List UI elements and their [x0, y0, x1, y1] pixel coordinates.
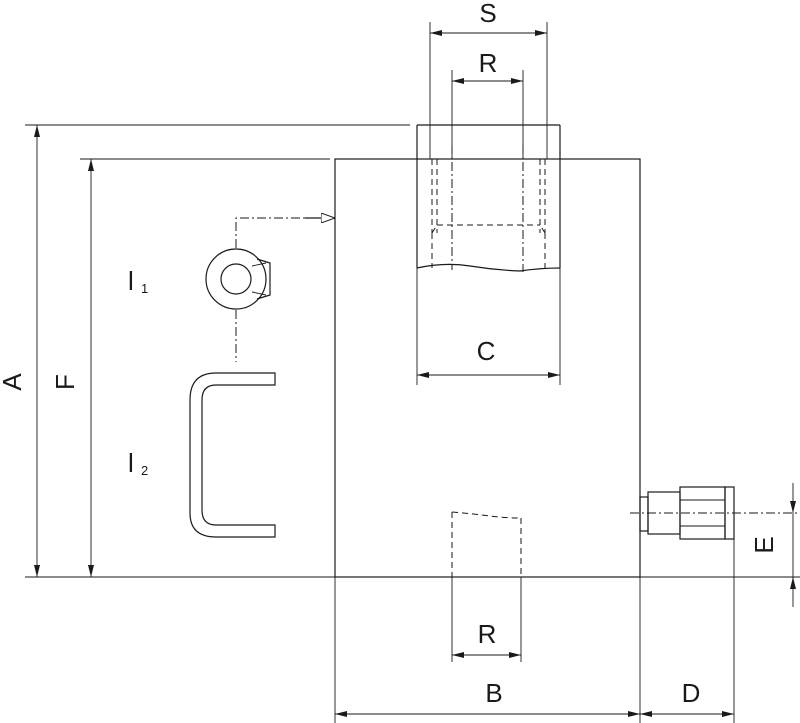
label-f: F — [50, 374, 80, 390]
label-c: C — [477, 336, 496, 366]
label-b: B — [485, 678, 502, 708]
dimension-lines — [34, 30, 796, 717]
plunger-top — [416, 124, 561, 272]
label-s: S — [479, 0, 496, 28]
bottom-bore — [451, 511, 522, 662]
cylinder-body — [334, 158, 641, 578]
label-l2-subscript: 2 — [141, 463, 148, 478]
extension-lines — [25, 22, 800, 723]
label-l1-subscript: 1 — [141, 281, 148, 296]
label-d: D — [682, 678, 701, 708]
label-r-bottom: R — [478, 619, 497, 649]
label-r-top: R — [479, 48, 498, 78]
lifting-eye-l1 — [205, 218, 335, 362]
label-l1: l — [128, 266, 134, 296]
label-e: E — [749, 536, 779, 553]
hydraulic-coupler — [630, 486, 800, 540]
carrying-handle-l2 — [189, 372, 276, 538]
label-a: A — [0, 373, 27, 391]
label-l2: l — [128, 448, 134, 478]
